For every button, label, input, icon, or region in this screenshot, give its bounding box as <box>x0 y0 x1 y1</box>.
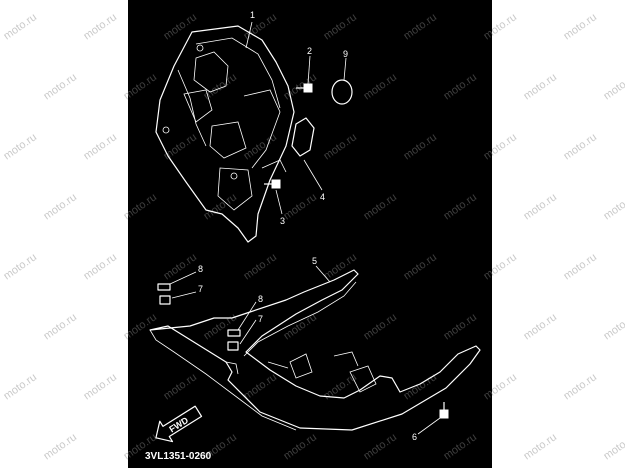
fwd-label: FWD <box>167 415 190 435</box>
callout-8-lower: 8 <box>258 294 263 304</box>
watermark-text: moto.ru <box>242 11 279 42</box>
drawing-panel <box>128 0 492 468</box>
watermark-text: moto.ru <box>122 311 159 342</box>
watermark-text: moto.ru <box>402 131 439 162</box>
callout-8-upper: 8 <box>198 264 203 274</box>
callout-2: 2 <box>307 46 312 56</box>
part-1-front-cover <box>155 25 295 243</box>
watermark-text: moto.ru <box>362 431 399 462</box>
callout-5: 5 <box>312 256 317 266</box>
watermark-text: moto.ru <box>402 11 439 42</box>
callout-3: 3 <box>280 216 285 226</box>
part-8-nut-lower <box>227 329 241 337</box>
part-4-panel <box>291 117 315 157</box>
watermark-text: moto.ru <box>522 311 559 342</box>
part-3-screw <box>264 179 281 189</box>
watermark-text: moto.ru <box>282 191 319 222</box>
watermark-text: moto.ru <box>362 311 399 342</box>
part-8-nut-upper <box>157 283 171 291</box>
watermark-text: moto.ru <box>202 71 239 102</box>
watermark-text: moto.ru <box>442 431 479 462</box>
watermark-text: moto.ru <box>562 11 599 42</box>
watermark-text: moto.ru <box>82 371 119 402</box>
part-6-bolt <box>439 402 449 419</box>
watermark-text: moto.ru <box>82 251 119 282</box>
watermark-text: moto.ru <box>362 191 399 222</box>
watermark-text: moto.ru <box>482 131 519 162</box>
watermark-text: moto.ru <box>242 371 279 402</box>
watermark-text: moto.ru <box>482 371 519 402</box>
watermark-text: moto.ru <box>2 251 39 282</box>
watermark-text: moto.ru <box>562 371 599 402</box>
watermark-text: moto.ru <box>522 71 559 102</box>
watermark-text: moto.ru <box>42 311 79 342</box>
watermark-text: moto.ru <box>562 131 599 162</box>
watermark-text: moto.ru <box>602 191 625 222</box>
watermark-text: moto.ru <box>162 251 199 282</box>
watermark-text: moto.ru <box>322 11 359 42</box>
watermark-text: moto.ru <box>162 371 199 402</box>
watermark-text: moto.ru <box>2 371 39 402</box>
watermark-text: moto.ru <box>2 131 39 162</box>
watermark-text: moto.ru <box>522 431 559 462</box>
watermark-text: moto.ru <box>442 71 479 102</box>
callout-7-lower: 7 <box>258 314 263 324</box>
watermark-text: moto.ru <box>602 71 625 102</box>
part-7-clip-lower <box>227 341 239 351</box>
watermark-text: moto.ru <box>322 131 359 162</box>
watermark-text: moto.ru <box>162 131 199 162</box>
watermark-text: moto.ru <box>202 191 239 222</box>
leader-lines <box>169 21 441 435</box>
callout-1: 1 <box>250 10 255 20</box>
watermark-text: moto.ru <box>442 191 479 222</box>
watermark-text: moto.ru <box>362 71 399 102</box>
callout-4: 4 <box>320 192 325 202</box>
callout-6: 6 <box>412 432 417 442</box>
part-9-grommet <box>331 79 353 105</box>
watermark-text: moto.ru <box>122 191 159 222</box>
part-7-clip-upper <box>159 295 171 305</box>
watermark-text: moto.ru <box>82 131 119 162</box>
watermark-text: moto.ru <box>282 71 319 102</box>
watermark-text: moto.ru <box>482 251 519 282</box>
watermark-text: moto.ru <box>602 311 625 342</box>
watermark-text: moto.ru <box>282 431 319 462</box>
part-5-lower-cover <box>149 269 481 431</box>
callout-7-upper: 7 <box>198 284 203 294</box>
callout-labels: 1 2 9 3 4 5 8 7 8 7 6 <box>198 10 417 442</box>
watermark-text: moto.ru <box>522 191 559 222</box>
watermark-text: moto.ru <box>2 11 39 42</box>
watermark-text: moto.ru <box>82 11 119 42</box>
watermark-text: moto.ru <box>402 251 439 282</box>
drawing-code: 3VL1351-0260 <box>145 451 212 462</box>
watermark-text: moto.ru <box>122 71 159 102</box>
watermark-text: moto.ru <box>42 191 79 222</box>
watermark-text: moto.ru <box>322 251 359 282</box>
watermark-text: moto.ru <box>602 431 625 462</box>
watermark-text: moto.ru <box>42 431 79 462</box>
callout-9: 9 <box>343 49 348 59</box>
watermark-text: moto.ru <box>162 11 199 42</box>
watermark-text: moto.ru <box>42 71 79 102</box>
watermark-text: moto.ru <box>442 311 479 342</box>
watermark-text: moto.ru <box>242 251 279 282</box>
watermark-text: moto.ru <box>482 11 519 42</box>
watermark-text: moto.ru <box>202 311 239 342</box>
watermark-text: moto.ru <box>562 251 599 282</box>
